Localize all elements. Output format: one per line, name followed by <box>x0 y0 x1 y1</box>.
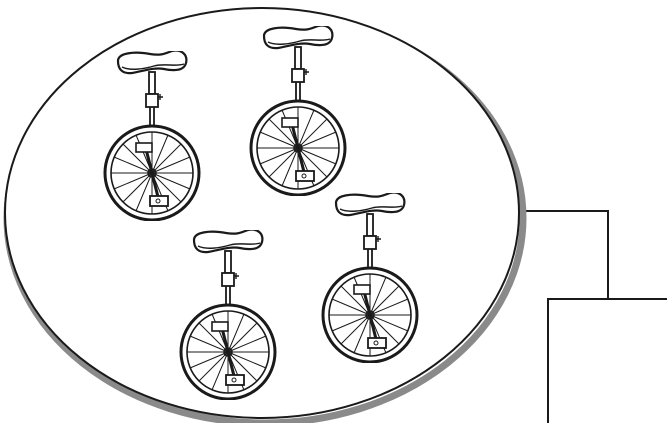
target-box <box>548 299 667 423</box>
connector-line <box>521 211 608 299</box>
